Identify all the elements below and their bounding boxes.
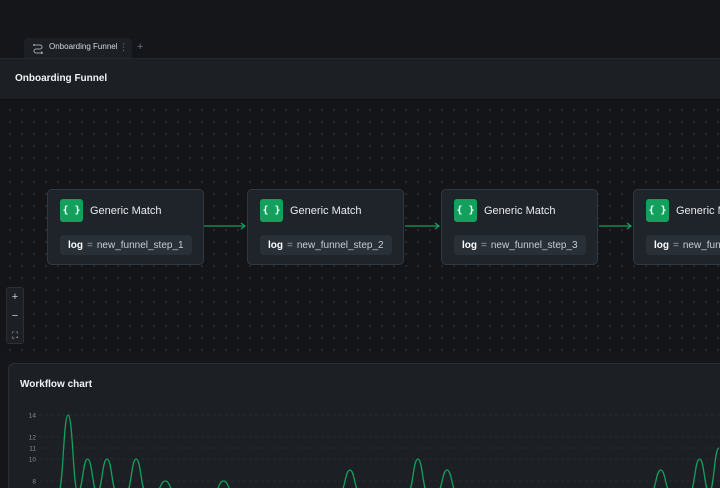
y-tick-label: 14 bbox=[29, 413, 37, 420]
node-title: Generic Match bbox=[290, 205, 362, 217]
param-operator: = bbox=[673, 239, 679, 251]
chart-title: Workflow chart bbox=[20, 379, 93, 390]
workflow-node[interactable]: { } Generic Match log = new_funnel_step_… bbox=[47, 189, 204, 265]
add-tab-button[interactable]: + bbox=[137, 41, 144, 53]
zoom-in-button[interactable]: + bbox=[11, 291, 19, 303]
y-tick-label: 11 bbox=[29, 446, 36, 453]
node-title: Generic Match bbox=[484, 205, 556, 217]
workflow-node[interactable]: { } Generic Match log = new_funnel_step_… bbox=[633, 189, 720, 265]
y-tick-label: 10 bbox=[29, 457, 37, 464]
param-key: log bbox=[268, 239, 283, 251]
y-tick-label: 8 bbox=[32, 479, 36, 486]
braces-icon: { } bbox=[646, 199, 669, 222]
param-value: new_funnel_step_4 bbox=[682, 239, 720, 251]
param-key: log bbox=[462, 239, 477, 251]
node-parameter: log = new_funnel_step_4 bbox=[646, 235, 720, 255]
node-parameter: log = new_funnel_step_3 bbox=[454, 235, 586, 255]
braces-icon: { } bbox=[60, 199, 83, 222]
workflow-icon bbox=[33, 44, 44, 54]
zoom-controls: + − ⛶ bbox=[6, 287, 24, 344]
param-key: log bbox=[654, 239, 669, 251]
workflow-canvas[interactable]: { } Generic Match log = new_funnel_step_… bbox=[0, 100, 720, 354]
node-parameter: log = new_funnel_step_1 bbox=[60, 235, 192, 255]
edge-2-3 bbox=[405, 222, 440, 230]
param-value: new_funnel_step_1 bbox=[96, 239, 184, 251]
param-value: new_funnel_step_2 bbox=[296, 239, 384, 251]
edge-3-4 bbox=[599, 222, 632, 230]
workflow-chart-panel: Workflow chart 8 10 11 12 14 bbox=[8, 363, 720, 488]
param-operator: = bbox=[481, 239, 487, 251]
param-value: new_funnel_step_3 bbox=[490, 239, 578, 251]
series-line-0 bbox=[59, 414, 720, 488]
param-operator: = bbox=[87, 239, 93, 251]
param-key: log bbox=[68, 239, 83, 251]
param-operator: = bbox=[287, 239, 293, 251]
page-title: Onboarding Funnel bbox=[15, 73, 108, 84]
tab-onboarding-funnel[interactable]: Onboarding Funnel ⋮ bbox=[24, 38, 132, 58]
y-tick-label: 12 bbox=[29, 435, 37, 442]
braces-icon: { } bbox=[260, 199, 283, 222]
node-parameter: log = new_funnel_step_2 bbox=[260, 235, 392, 255]
tab-bar: Onboarding Funnel ⋮ + bbox=[0, 0, 720, 58]
zoom-out-button[interactable]: − bbox=[11, 310, 19, 322]
workflow-chart: 8 10 11 12 14 bbox=[29, 413, 720, 488]
tab-label: Onboarding Funnel bbox=[49, 42, 118, 51]
workflow-node[interactable]: { } Generic Match log = new_funnel_step_… bbox=[441, 189, 598, 265]
node-title: Generic Match bbox=[676, 205, 720, 217]
workflow-node[interactable]: { } Generic Match log = new_funnel_step_… bbox=[247, 189, 404, 265]
edge-1-2 bbox=[204, 222, 246, 230]
tab-menu-icon[interactable]: ⋮ bbox=[119, 42, 128, 52]
fit-view-button[interactable]: ⛶ bbox=[11, 330, 19, 340]
node-title: Generic Match bbox=[90, 205, 162, 217]
workflow-edges bbox=[204, 222, 632, 230]
page-header: Onboarding Funnel bbox=[0, 58, 720, 100]
braces-icon: { } bbox=[454, 199, 477, 222]
